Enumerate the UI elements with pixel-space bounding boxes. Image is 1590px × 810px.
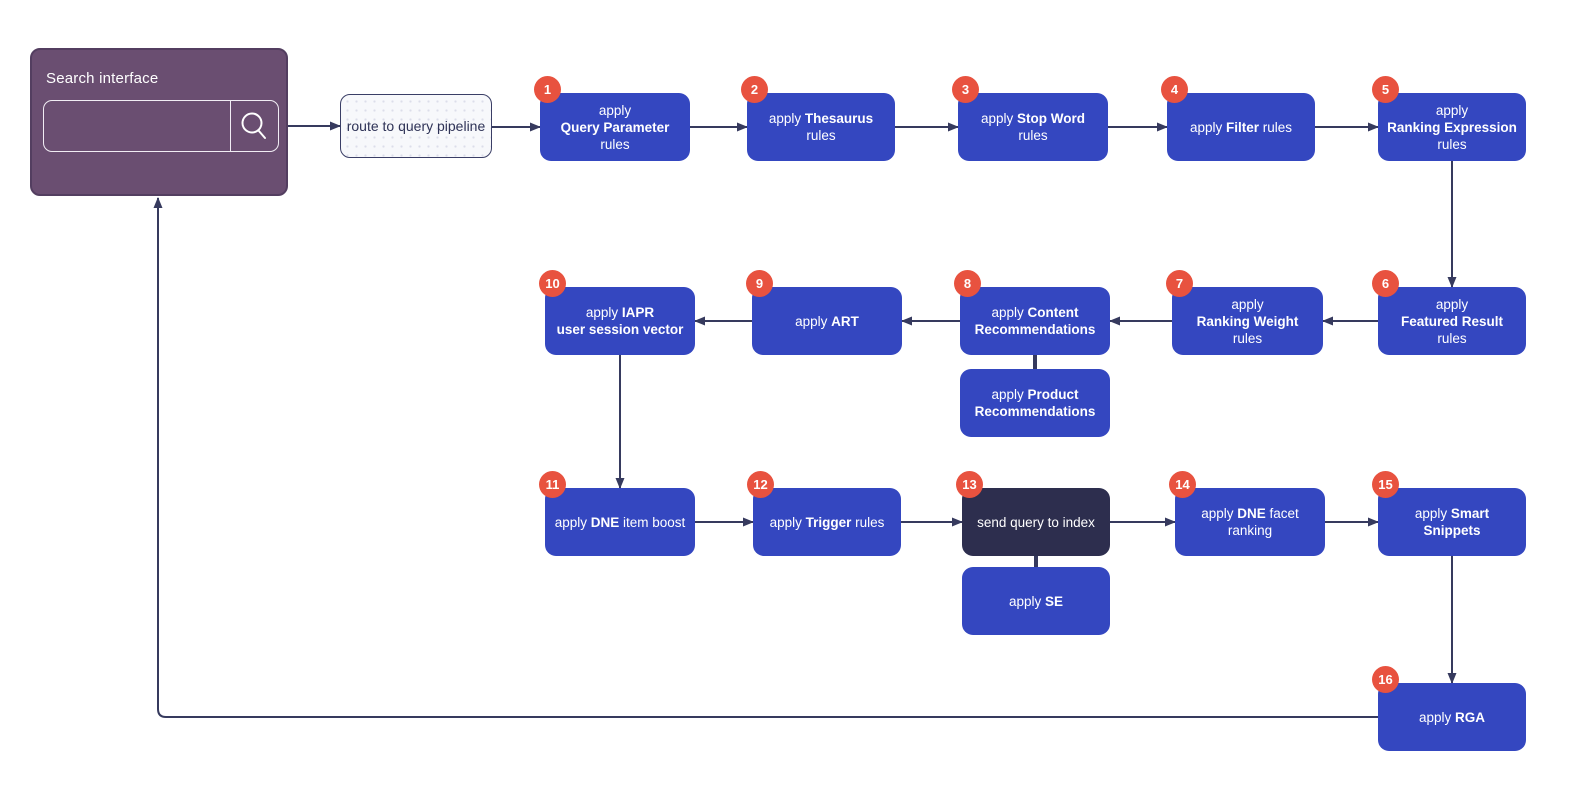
node-label-line: rules xyxy=(1232,330,1263,346)
node-label-line: apply xyxy=(1435,296,1469,312)
node-label-line: apply xyxy=(598,102,632,118)
node-label-line: apply Smart Snippets xyxy=(1414,506,1490,538)
node-label-line: rules xyxy=(806,128,836,143)
node-label-line: Ranking Weight xyxy=(1196,313,1299,329)
node-label-line: apply Thesaurus xyxy=(768,111,874,126)
pipeline-node-step-9: apply ART xyxy=(752,287,902,355)
node-label-line: Recommendations xyxy=(974,404,1096,419)
pipeline-node-step-16: apply RGA xyxy=(1378,683,1526,751)
node-label-line: apply Product xyxy=(991,387,1079,402)
pipeline-node-step-14: apply DNE facet ranking xyxy=(1175,488,1325,556)
node-label-line: rules xyxy=(1437,136,1467,152)
node-label-line: rules xyxy=(1018,128,1048,143)
pipeline-node-step-2: apply Thesaurus rules xyxy=(747,93,895,161)
pipeline-node-step-4: apply Filter rules xyxy=(1167,93,1315,161)
node-label-line: rules xyxy=(600,136,630,152)
node-label-line: apply DNE item boost xyxy=(554,514,686,530)
node-label-line: Query Parameter xyxy=(560,119,670,135)
step-badge-16: 16 xyxy=(1372,666,1399,693)
node-label-line: apply Stop Word xyxy=(980,111,1086,126)
node-label-line: apply xyxy=(1231,296,1264,312)
pipeline-node-apply-se: apply SE xyxy=(962,567,1110,635)
pipeline-node-step-11: apply DNE item boost xyxy=(545,488,695,556)
node-label-line: apply ART xyxy=(795,313,859,329)
step-badge-3: 3 xyxy=(952,76,979,103)
pipeline-node-step-12: apply Trigger rules xyxy=(753,488,901,556)
step-badge-4: 4 xyxy=(1161,76,1188,103)
node-label-line: Ranking Expression xyxy=(1387,119,1517,135)
step-badge-15: 15 xyxy=(1372,471,1399,498)
node-label-line: send query to index xyxy=(977,514,1095,530)
node-label-line: Recommendations xyxy=(974,322,1096,337)
node-label-line: apply IAPR xyxy=(585,305,655,320)
node-label-line: user session vector xyxy=(556,322,684,337)
route-to-query-pipeline-node: route to query pipeline xyxy=(340,94,492,158)
node-label-line: apply SE xyxy=(1008,593,1064,609)
node-label-line: apply xyxy=(1435,102,1469,118)
search-input[interactable] xyxy=(43,100,279,152)
node-label-line: apply Trigger rules xyxy=(769,514,885,530)
route-node-label: route to query pipeline xyxy=(346,118,486,134)
node-label-line: apply DNE facet ranking xyxy=(1201,506,1299,538)
pipeline-node-step-3: apply Stop Word rules xyxy=(958,93,1108,161)
step-badge-5: 5 xyxy=(1372,76,1399,103)
node-label-line: rules xyxy=(1437,330,1467,346)
node-label-line: apply Filter rules xyxy=(1189,119,1293,135)
search-interface-title: Search interface xyxy=(46,70,159,87)
node-label-line: apply Content xyxy=(991,305,1079,320)
node-label-line: apply RGA xyxy=(1418,709,1486,725)
step-badge-6: 6 xyxy=(1372,270,1399,297)
search-input-divider xyxy=(229,101,231,151)
pipeline-node-step-10: apply IAPR user session vector xyxy=(545,287,695,355)
step-badge-14: 14 xyxy=(1169,471,1196,498)
pipeline-node-step-13: send query to index xyxy=(962,488,1110,556)
step-badge-10: 10 xyxy=(539,270,566,297)
step-badge-9: 9 xyxy=(746,270,773,297)
pipeline-node-step-15: apply Smart Snippets xyxy=(1378,488,1526,556)
step-badge-8: 8 xyxy=(954,270,981,297)
search-interface-box: Search interface xyxy=(30,48,288,196)
step-badge-11: 11 xyxy=(539,471,566,498)
step-badge-12: 12 xyxy=(747,471,774,498)
step-badge-13: 13 xyxy=(956,471,983,498)
step-badge-1: 1 xyxy=(534,76,561,103)
step-badge-7: 7 xyxy=(1166,270,1193,297)
search-icon[interactable] xyxy=(238,110,270,142)
node-label-line: Featured Result xyxy=(1400,313,1504,329)
step-badge-2: 2 xyxy=(741,76,768,103)
